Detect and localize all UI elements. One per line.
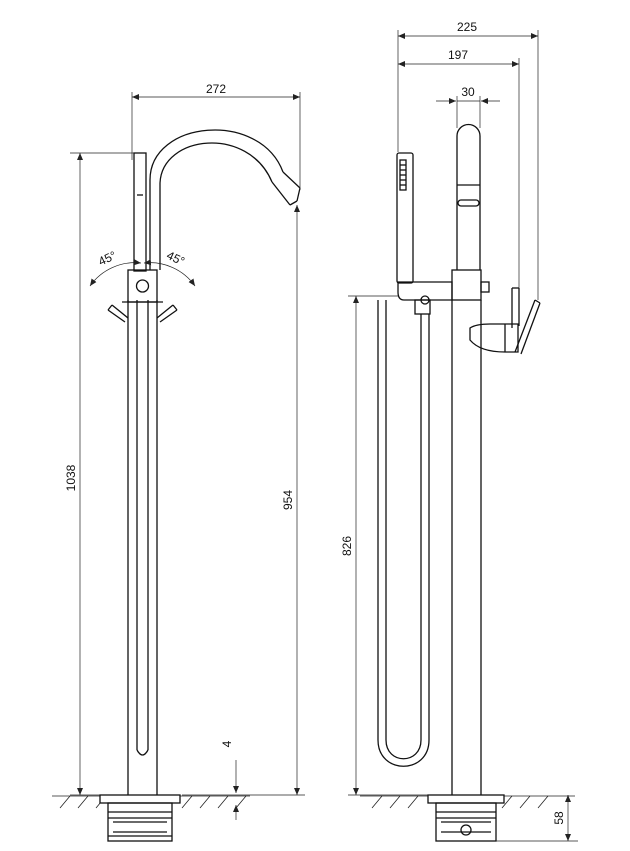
dim-base-gap: 4 — [220, 740, 239, 820]
dim-base-height: 58 — [496, 795, 578, 842]
dim-spout-height: 954 — [182, 205, 305, 796]
front-view: 272 1038 954 4 45° 45° — [52, 82, 305, 842]
side-base — [427, 794, 505, 842]
dim-label-base-height: 58 — [552, 811, 566, 825]
front-hand-shower — [133, 152, 147, 272]
front-base — [99, 794, 181, 842]
dim-lever-width: 30 — [436, 85, 500, 128]
dim-hose-outlet-height: 826 — [340, 295, 430, 796]
front-mixer-body — [122, 269, 163, 303]
dim-front-width: 272 — [131, 82, 301, 190]
dim-label-hose-outlet-height: 826 — [340, 536, 354, 556]
dim-side-depth: 197 — [398, 48, 520, 288]
dim-label-side-total-depth: 225 — [457, 20, 477, 34]
angle-label-left: 45° — [96, 248, 119, 268]
dim-label-lever-width: 30 — [461, 85, 475, 99]
side-spout-tube — [456, 123, 481, 270]
front-levers — [107, 304, 178, 323]
dim-side-total-depth: 225 — [397, 20, 539, 300]
dim-label-base-gap: 4 — [220, 740, 234, 747]
dim-front-height: 1038 — [64, 152, 134, 796]
side-hand-shower — [396, 152, 414, 284]
dim-label-spout-height: 954 — [281, 490, 295, 510]
dim-label-side-depth: 197 — [448, 48, 468, 62]
front-column — [127, 300, 158, 795]
side-lever — [469, 287, 541, 355]
side-mixer-body — [397, 269, 490, 315]
side-view: 225 197 30 826 58 — [340, 20, 578, 842]
dim-label-front-width: 272 — [206, 82, 226, 96]
front-spout — [149, 129, 301, 270]
dim-label-front-height: 1038 — [64, 464, 78, 491]
side-column — [451, 300, 482, 795]
side-shower-hose — [377, 300, 430, 767]
